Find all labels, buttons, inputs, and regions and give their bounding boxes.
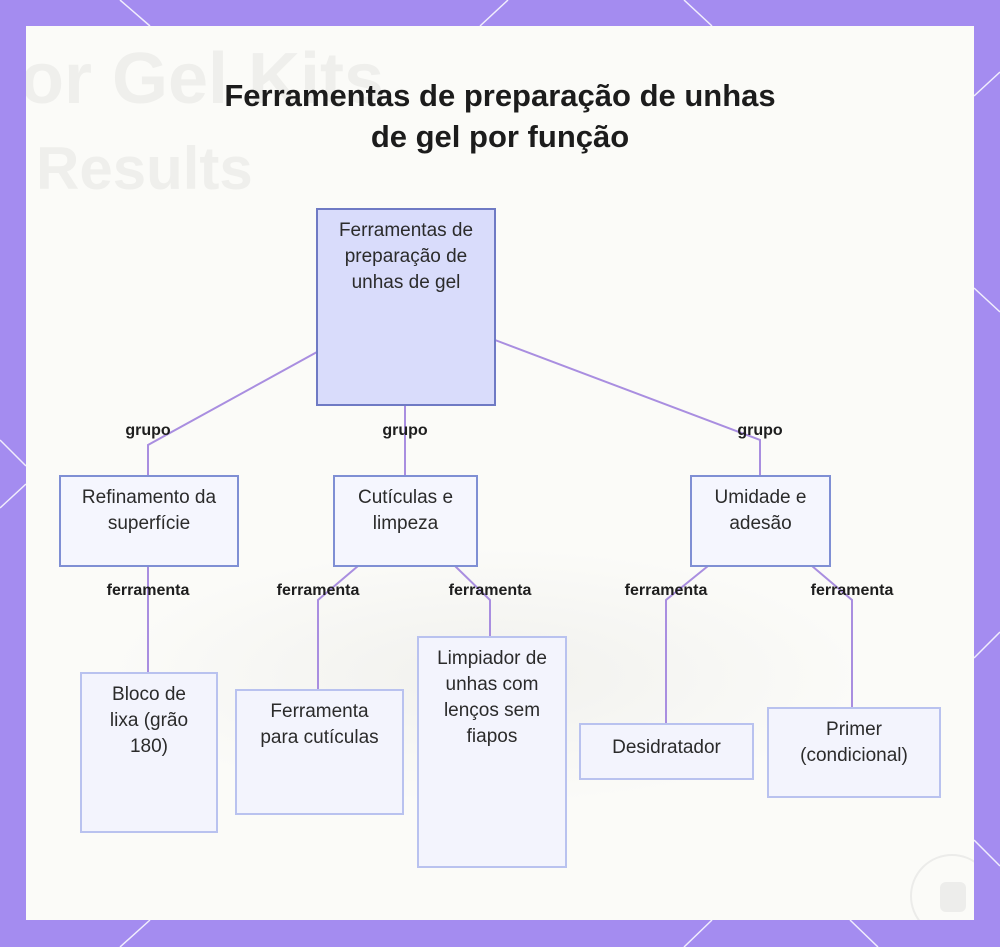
- background-ghost-text: or Gel Kits: [26, 39, 385, 119]
- edge-label-group: grupo: [382, 422, 428, 439]
- edge-cuticle-tool: [317, 565, 359, 690]
- background-ghost-text: Results: [36, 135, 253, 202]
- diagram-title: Ferramentas de preparação de unhas de ge…: [100, 75, 900, 157]
- tool-node-buffer: Bloco de lixa (grão 180): [80, 672, 218, 833]
- edge-label-group: grupo: [125, 422, 171, 439]
- root-node: Ferramentas de preparação de unhas de ge…: [316, 208, 496, 406]
- edge-root-moisture: [494, 339, 761, 476]
- tool-node-cleanser: Limpiador de unhas com lenços sem fiapos: [417, 636, 567, 868]
- tool-node-primer: Primer (condicional): [767, 707, 941, 798]
- edge-label-tool: ferramenta: [448, 582, 532, 599]
- title-line-2: de gel por função: [370, 119, 630, 154]
- group-node-moisture: Umidade e adesão: [690, 475, 831, 567]
- group-node-surface: Refinamento da superfície: [59, 475, 239, 567]
- tool-node-dehydrator: Desidratador: [579, 723, 754, 780]
- edge-label-group: grupo: [737, 422, 783, 439]
- edge-label-tool: ferramenta: [276, 582, 360, 599]
- edge-label-tool: ferramenta: [810, 582, 894, 599]
- edge-moisture-dehydrator: [665, 565, 709, 724]
- edge-label-tool: ferramenta: [106, 582, 190, 599]
- tool-node-cuticle: Ferramenta para cutículas: [235, 689, 404, 815]
- edge-cuticle-cleanser: [454, 565, 491, 637]
- edge-label-tool: ferramenta: [624, 582, 708, 599]
- edge-root-surface: [147, 351, 318, 476]
- group-node-cuticle: Cutículas e limpeza: [333, 475, 478, 567]
- edge-moisture-primer: [811, 565, 853, 708]
- watermark-logo: [910, 854, 974, 920]
- title-line-1: Ferramentas de preparação de unhas: [224, 78, 776, 113]
